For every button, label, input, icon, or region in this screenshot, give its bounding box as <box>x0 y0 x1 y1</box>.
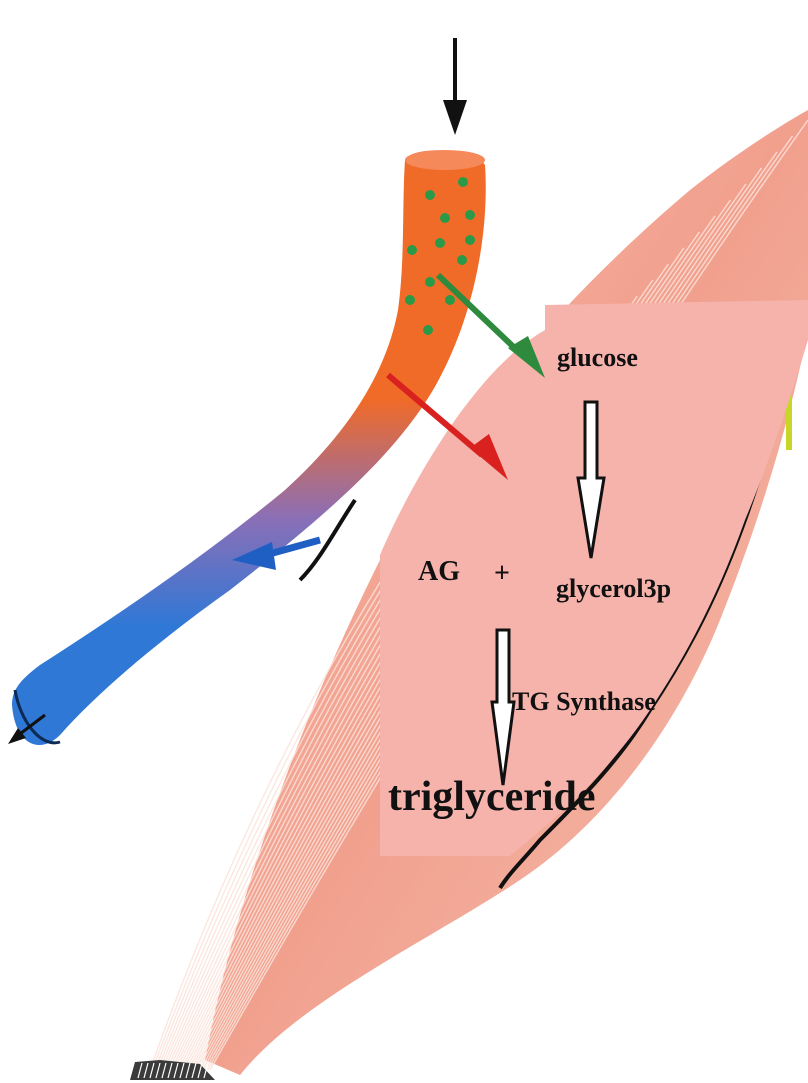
glucose-particle <box>465 235 475 245</box>
vessel-opening <box>405 150 485 170</box>
glycerol3p-label: glycerol3p <box>556 574 671 603</box>
glucose-particle <box>423 325 433 335</box>
glucose-label: glucose <box>557 343 638 372</box>
glucose-particle <box>425 277 435 287</box>
glucose-particle <box>458 177 468 187</box>
plus-label: + <box>494 558 510 589</box>
glucose-particle <box>440 213 450 223</box>
glucose-particle <box>435 238 445 248</box>
glucose-particle <box>425 190 435 200</box>
glucose-particle <box>405 295 415 305</box>
glucose-particle <box>445 295 455 305</box>
glucose-particle <box>457 255 467 265</box>
glucose-particle <box>407 245 417 255</box>
glucose-particle <box>465 210 475 220</box>
ag-label: AG <box>418 556 460 587</box>
inflow-arrow-icon <box>443 38 467 135</box>
triglyceride-label: triglyceride <box>388 774 596 820</box>
tg-synthase-label: TG Synthase <box>512 687 656 716</box>
